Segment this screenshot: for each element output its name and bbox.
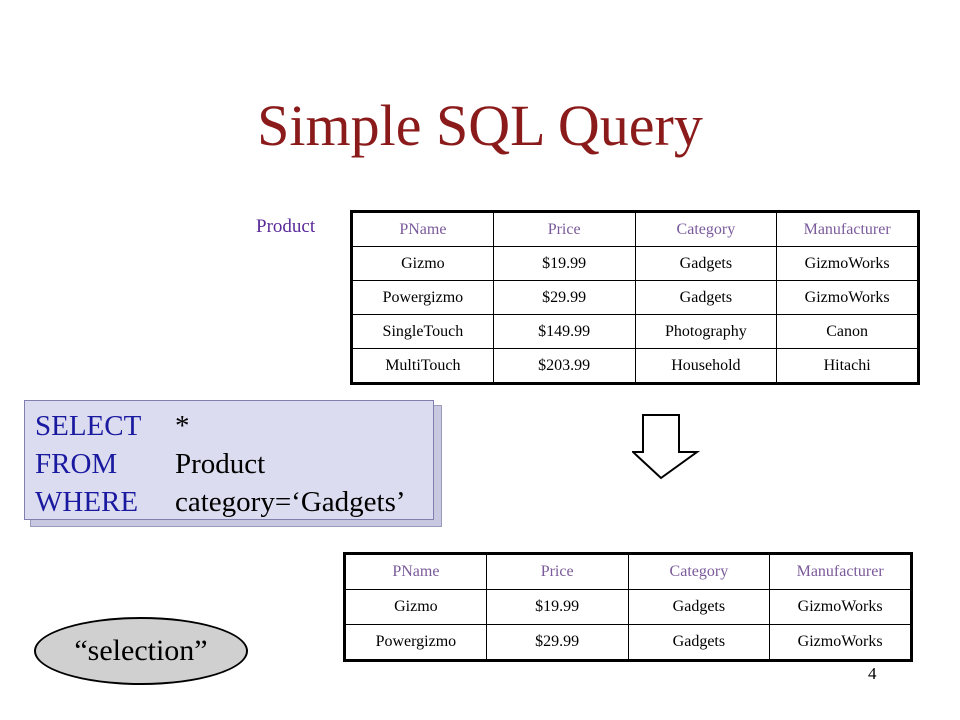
- table-row: Gizmo $19.99 Gadgets GizmoWorks: [351, 246, 919, 281]
- table-cell: Photography: [634, 314, 778, 349]
- table-cell: GizmoWorks: [769, 589, 912, 625]
- table-cell: GizmoWorks: [769, 624, 912, 661]
- table-cell: GizmoWorks: [776, 280, 919, 315]
- table-cell: $29.99: [492, 280, 636, 315]
- slide-title: Simple SQL Query: [257, 93, 703, 158]
- selection-label: “selection”: [34, 617, 248, 685]
- table-cell: Gadgets: [627, 589, 771, 625]
- sql-select-argument: *: [175, 410, 190, 442]
- product-table-header-row: PName Price Category Manufacturer: [351, 211, 919, 247]
- column-header-price: Price: [485, 553, 629, 590]
- sql-where-line: WHERE category=‘Gadgets’: [35, 483, 433, 521]
- column-header-category: Category: [627, 553, 771, 590]
- table-cell: $29.99: [485, 624, 629, 661]
- page-number: 4: [868, 664, 877, 683]
- down-arrow-icon: [632, 414, 701, 480]
- product-table: PName Price Category Manufacturer Gizmo …: [350, 210, 920, 385]
- column-header-pname: PName: [351, 211, 494, 247]
- table-cell: $19.99: [492, 246, 636, 281]
- column-header-manufacturer: Manufacturer: [769, 553, 912, 590]
- column-header-manufacturer: Manufacturer: [776, 211, 919, 247]
- sql-select-keyword: SELECT: [35, 410, 142, 442]
- table-cell: Canon: [776, 314, 919, 349]
- sql-where-keyword: WHERE: [35, 486, 139, 518]
- sql-where-argument: category=‘Gadgets’: [175, 486, 406, 518]
- table-cell: Gizmo: [344, 589, 487, 625]
- table-cell: Hitachi: [776, 348, 919, 384]
- table-cell: Household: [634, 348, 778, 384]
- sql-query-box: SELECT * FROM Product WHERE category=‘Gadge…: [24, 400, 434, 520]
- table-cell: Powergizmo: [344, 624, 487, 661]
- sql-from-argument: Product: [175, 448, 266, 480]
- table-row: SingleTouch $149.99 Photography Canon: [351, 314, 919, 349]
- result-table: PName Price Category Manufacturer Gizmo …: [343, 552, 913, 662]
- table-cell: Powergizmo: [351, 280, 494, 315]
- column-header-category: Category: [634, 211, 778, 247]
- table-cell: SingleTouch: [351, 314, 494, 349]
- table-cell: Gadgets: [634, 280, 778, 315]
- table-cell: $203.99: [492, 348, 636, 384]
- table-row: Gizmo $19.99 Gadgets GizmoWorks: [344, 589, 912, 625]
- table-cell: Gadgets: [634, 246, 778, 281]
- column-header-price: Price: [492, 211, 636, 247]
- table-cell: Gizmo: [351, 246, 494, 281]
- sql-from-keyword: FROM: [35, 448, 118, 480]
- table-cell: $149.99: [492, 314, 636, 349]
- table-cell: GizmoWorks: [776, 246, 919, 281]
- table-cell: MultiTouch: [351, 348, 494, 384]
- sql-select-line: SELECT *: [35, 407, 433, 445]
- column-header-pname: PName: [344, 553, 487, 590]
- table-cell: $19.99: [485, 589, 629, 625]
- table-cell: Gadgets: [627, 624, 771, 661]
- table-row: Powergizmo $29.99 Gadgets GizmoWorks: [344, 624, 912, 661]
- sql-from-line: FROM Product: [35, 445, 433, 483]
- result-table-header-row: PName Price Category Manufacturer: [344, 553, 912, 590]
- table-row: MultiTouch $203.99 Household Hitachi: [351, 348, 919, 384]
- table-row: Powergizmo $29.99 Gadgets GizmoWorks: [351, 280, 919, 315]
- product-table-label: Product: [256, 216, 316, 237]
